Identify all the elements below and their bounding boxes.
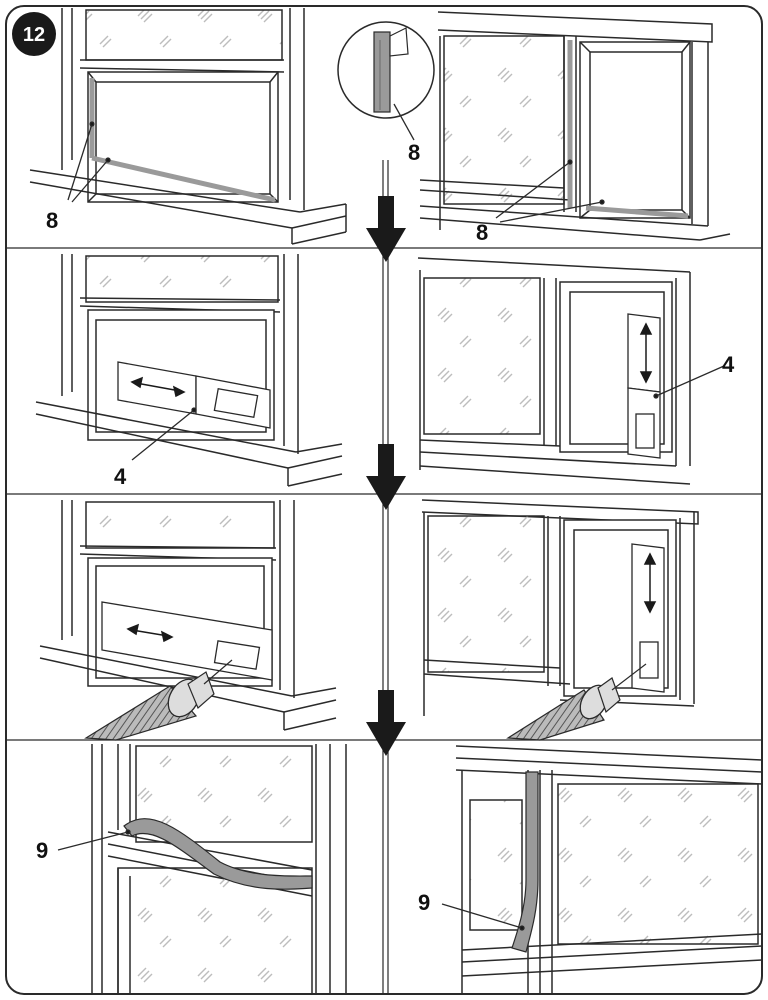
part-label-8: 8 bbox=[46, 208, 58, 233]
window-slider-kit bbox=[117, 361, 271, 429]
step-badge: 12 bbox=[12, 12, 56, 56]
seal-strip bbox=[89, 78, 276, 203]
leader-lines bbox=[67, 121, 111, 203]
leader-line bbox=[57, 829, 131, 851]
double-arrow-icon bbox=[639, 322, 653, 384]
leader-lines bbox=[495, 159, 605, 223]
panel-4-right-window bbox=[455, 745, 763, 994]
seal-strip bbox=[567, 40, 689, 219]
part-label-4-right: 4 bbox=[722, 352, 735, 377]
part-label-4: 4 bbox=[114, 464, 127, 489]
window-slider-kit bbox=[627, 313, 661, 459]
double-arrow-icon bbox=[643, 552, 657, 614]
down-arrow-icon bbox=[366, 196, 406, 262]
detail-callout bbox=[337, 21, 435, 119]
exhaust-hose-icon bbox=[84, 659, 233, 741]
foam-seal bbox=[123, 818, 313, 890]
panel-1-left-window bbox=[29, 8, 347, 245]
down-arrow-icon bbox=[366, 444, 406, 510]
leader-line bbox=[393, 103, 415, 141]
leader-line bbox=[441, 903, 525, 931]
exhaust-hose-icon bbox=[506, 663, 647, 741]
foam-seal bbox=[511, 771, 539, 953]
leader-line bbox=[653, 365, 725, 399]
double-arrow-icon bbox=[126, 623, 174, 643]
part-label-9: 9 bbox=[36, 838, 48, 863]
down-arrow-icon bbox=[366, 690, 406, 756]
step-number: 12 bbox=[23, 24, 45, 46]
part-label-9-right: 9 bbox=[418, 890, 430, 915]
part-label-8-detail: 8 bbox=[408, 140, 420, 165]
window-slider-kit bbox=[631, 543, 665, 693]
leader-line bbox=[131, 407, 197, 461]
double-arrow-icon bbox=[130, 376, 186, 398]
panel-1-right-window bbox=[419, 11, 731, 241]
part-label-8-right: 8 bbox=[476, 220, 488, 245]
window-slider-kit bbox=[101, 601, 273, 681]
